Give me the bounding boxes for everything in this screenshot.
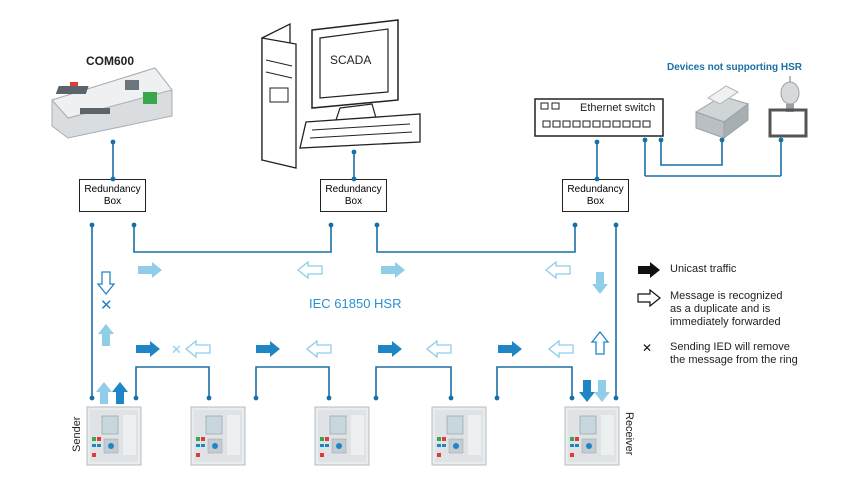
com600-device-icon	[51, 67, 173, 139]
arrow-right-light	[381, 262, 405, 278]
arrow-left-hollow	[297, 261, 323, 279]
ied-device-icon	[86, 406, 142, 466]
legend-remove-text: Sending IED will remove the message from…	[670, 341, 798, 367]
scada-label: SCADA	[330, 53, 371, 67]
ied-device-icon	[190, 406, 246, 466]
ethernet-switch-label: Ethernet switch	[580, 102, 655, 114]
scada-computer-icon: SCADA	[261, 19, 421, 169]
arrow-up-hollow	[591, 331, 609, 355]
legend-duplicate-text: Message is recognized as a duplicate and…	[670, 290, 783, 329]
ethernet-switch-icon: Ethernet switch	[534, 98, 664, 137]
arrow-right-dark	[136, 341, 160, 357]
legend-duplicate-line: Message is recognized	[670, 290, 783, 302]
legend-duplicate-arrow-icon	[637, 288, 661, 308]
arrow-down-light	[592, 272, 608, 294]
legend-remove-line: Sending IED will remove	[670, 341, 790, 353]
remove-cross-icon: ✕	[171, 343, 182, 358]
arrow-right-dark	[498, 341, 522, 357]
connection-dots	[89, 137, 784, 401]
ring-label: IEC 61850 HSR	[309, 296, 402, 311]
redundancy-box-label-line1: Redundancy	[325, 183, 382, 195]
gps-antenna-icon	[768, 76, 808, 138]
legend-duplicate-line: as a duplicate and is	[670, 303, 771, 315]
redundancy-box-label-line1: Redundancy	[84, 183, 141, 195]
remove-cross-icon: ✕	[100, 296, 113, 314]
legend-icons: ✕	[637, 262, 661, 355]
arrow-up-light	[96, 382, 112, 404]
traffic-arrows: ✕ ✕	[96, 261, 610, 404]
arrow-up-dark	[112, 382, 128, 404]
legend-unicast-arrow-icon	[638, 262, 660, 278]
arrow-left-hollow	[185, 340, 211, 358]
redundancy-box-label-line2: Box	[344, 195, 363, 207]
arrow-down-dark	[579, 380, 595, 402]
arrow-right-dark	[256, 341, 280, 357]
arrow-up-light	[98, 324, 114, 346]
no-hsr-devices-label: Devices not supporting HSR	[667, 62, 803, 73]
arrow-left-hollow	[548, 340, 574, 358]
arrow-down-light	[594, 380, 610, 402]
legend-duplicate-line: immediately forwarded	[670, 316, 781, 328]
redundancy-box-label-line2: Box	[103, 195, 122, 207]
arrow-right-dark	[378, 341, 402, 357]
ied-devices	[86, 406, 620, 466]
arrow-right-light	[138, 262, 162, 278]
arrow-down-hollow	[97, 271, 115, 295]
legend-cross-icon: ✕	[642, 341, 652, 355]
legend-remove-line: the message from the ring	[670, 354, 798, 366]
connection-lines	[91, 140, 782, 398]
printer-icon	[694, 85, 750, 139]
receiver-label: Receiver	[623, 412, 635, 456]
sender-label: Sender	[71, 416, 83, 452]
arrow-left-hollow	[545, 261, 571, 279]
redundancy-box-label-line1: Redundancy	[567, 183, 624, 195]
com600-label: COM600	[86, 54, 135, 68]
arrow-left-hollow	[306, 340, 332, 358]
legend-unicast-text: Unicast traffic	[670, 263, 737, 275]
redundancy-box-label-line2: Box	[586, 195, 605, 207]
ied-device-icon	[431, 406, 487, 466]
ied-device-icon	[564, 406, 620, 466]
arrow-left-hollow	[426, 340, 452, 358]
redundancy-box-right: Redundancy Box	[562, 179, 629, 212]
ied-device-icon	[314, 406, 370, 466]
